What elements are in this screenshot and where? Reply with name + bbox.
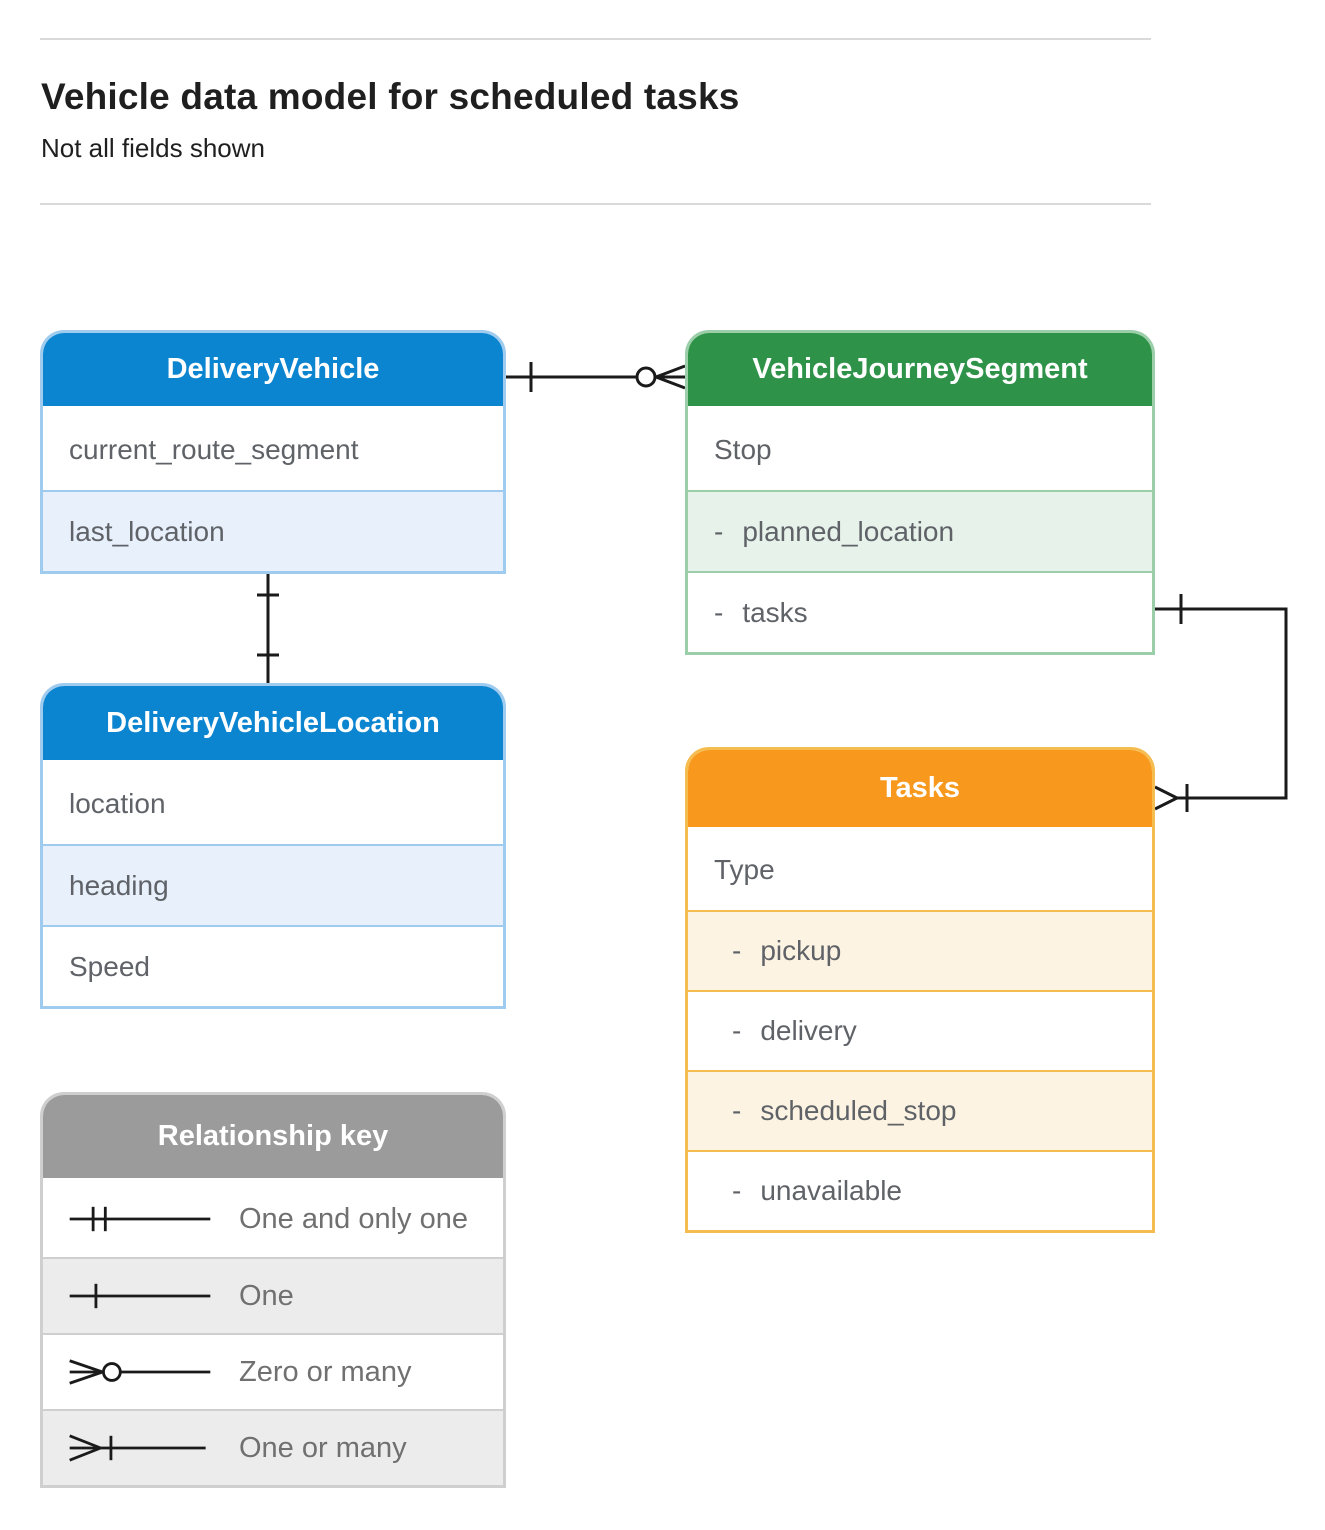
field-dash: - — [732, 1015, 742, 1046]
field-label: delivery — [760, 1015, 857, 1046]
field-label: Type — [714, 854, 775, 885]
field-row: - scheduled_stop — [688, 1070, 1152, 1150]
field-label: heading — [69, 869, 169, 901]
top-divider — [40, 38, 1151, 40]
entity-delivery-vehicle-title: DeliveryVehicle — [43, 333, 503, 409]
legend-row: One and only one — [43, 1181, 503, 1257]
field-row: location — [43, 763, 503, 844]
field-dash: - — [714, 515, 724, 547]
page-subtitle: Not all fields shown — [41, 133, 265, 163]
field-row: - tasks — [688, 571, 1152, 652]
legend-label: One — [239, 1279, 294, 1312]
field-row: current_route_segment — [43, 409, 503, 490]
one-or-many-icon — [65, 1420, 215, 1476]
relationship-key-title: Relationship key — [43, 1095, 503, 1181]
field-row: - pickup — [688, 910, 1152, 990]
one-and-only-one-icon — [65, 1191, 215, 1247]
field-row: - planned_location — [688, 490, 1152, 571]
field-label: Stop — [714, 433, 772, 465]
legend-row: One or many — [43, 1409, 503, 1485]
entity-tasks-title: Tasks — [688, 750, 1152, 830]
field-dash: - — [732, 1175, 742, 1206]
legend-row: One — [43, 1257, 503, 1333]
legend-label: Zero or many — [239, 1355, 412, 1388]
field-label: location — [69, 787, 166, 819]
connector-journeysegment-tasks — [1154, 594, 1288, 812]
field-label: planned_location — [742, 515, 955, 547]
field-dash: - — [732, 935, 742, 966]
field-label: tasks — [742, 596, 808, 628]
legend-row: Zero or many — [43, 1333, 503, 1409]
field-row: Type — [688, 830, 1152, 910]
entity-vehicle-journey-segment-title: VehicleJourneySegment — [688, 333, 1152, 409]
field-row: heading — [43, 844, 503, 925]
field-label: Speed — [69, 950, 150, 982]
legend-label: One or many — [239, 1431, 407, 1464]
header-divider — [40, 203, 1151, 205]
field-dash: - — [732, 1095, 742, 1126]
entity-delivery-vehicle-location-title: DeliveryVehicleLocation — [43, 686, 503, 763]
field-row: Speed — [43, 925, 503, 1006]
field-row: last_location — [43, 490, 503, 571]
field-label: last_location — [69, 515, 225, 547]
legend-label: One and only one — [239, 1202, 468, 1235]
connector-deliveryvehicle-location — [257, 568, 279, 683]
connector-deliveryvehicle-journeysegment — [506, 362, 686, 392]
page-title: Vehicle data model for scheduled tasks — [41, 76, 740, 117]
relationship-key: Relationship key One and only one One — [40, 1092, 506, 1488]
field-label: unavailable — [760, 1175, 902, 1206]
field-row: - unavailable — [688, 1150, 1152, 1230]
zero-or-many-icon — [65, 1344, 215, 1400]
field-label: scheduled_stop — [760, 1095, 957, 1126]
entity-tasks: Tasks Type - pickup - delivery - schedul… — [685, 747, 1155, 1233]
field-row: Stop — [688, 409, 1152, 490]
entity-delivery-vehicle-location: DeliveryVehicleLocation location heading… — [40, 683, 506, 1009]
entity-vehicle-journey-segment: VehicleJourneySegment Stop - planned_loc… — [685, 330, 1155, 655]
one-icon — [65, 1268, 215, 1324]
field-label: pickup — [760, 935, 842, 966]
field-dash: - — [714, 596, 724, 628]
field-label: current_route_segment — [69, 433, 359, 465]
entity-delivery-vehicle: DeliveryVehicle current_route_segment la… — [40, 330, 506, 574]
field-row: - delivery — [688, 990, 1152, 1070]
